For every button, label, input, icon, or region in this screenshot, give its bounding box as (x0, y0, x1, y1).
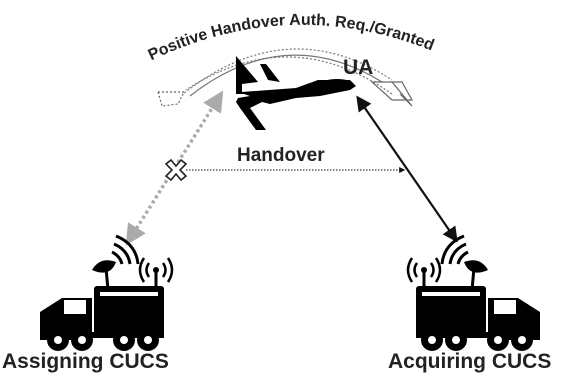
handover-label: Handover (237, 145, 325, 166)
satellite-dish-icon (440, 234, 488, 291)
uav-label: UA (343, 56, 374, 79)
satellite-dish-icon (92, 234, 140, 291)
acquiring-station-truck (406, 234, 540, 351)
acquiring-station-label: Acquiring CUCS (388, 350, 552, 373)
military-truck-station-icon (40, 286, 164, 351)
uav-silhouette-icon (236, 56, 356, 130)
antenna-signal-icon (406, 257, 442, 290)
assigning-link (125, 90, 224, 246)
assigning-station-label: Assigning CUCS (2, 350, 169, 373)
acquiring-link (356, 95, 458, 243)
antenna-signal-icon (138, 257, 174, 290)
broken-link-x-icon (164, 158, 188, 182)
military-truck-station-icon (416, 286, 540, 351)
arc-label: Positive Handover Auth. Req./Granted (146, 12, 437, 64)
assigning-station-truck (40, 234, 174, 351)
